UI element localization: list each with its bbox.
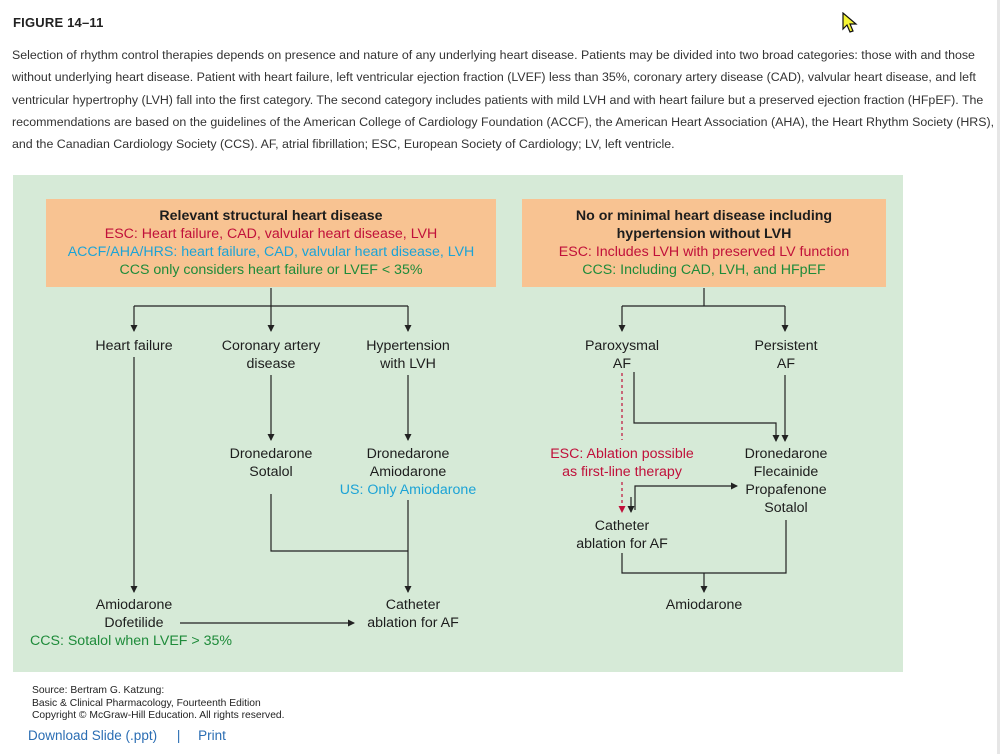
drug-label: Propafenone: [745, 482, 827, 498]
esc-ablation-note: ESC: Ablation possible as first-line the…: [542, 445, 702, 481]
source-line: Source: Bertram G. Katzung:: [32, 685, 165, 696]
drug-label: Amiodarone: [95, 597, 173, 613]
node-label: AF: [776, 356, 796, 372]
us-note: US: Only Amiodarone: [339, 482, 477, 498]
note-label: ESC: Ablation possible: [550, 446, 694, 462]
ccs-criteria: CCS only considers heart failure or LVEF…: [119, 262, 423, 278]
htn-drugs-node: Dronedarone Amiodarone US: Only Amiodaro…: [328, 445, 488, 499]
drug-label: Amiodarone: [369, 464, 447, 480]
no-disease-box: No or minimal heart disease including hy…: [522, 199, 886, 287]
drug-label: Amiodarone: [665, 597, 743, 613]
node-label: Heart failure: [95, 338, 173, 354]
drug-label: Dronedarone: [744, 446, 828, 462]
cad-node: Coronary artery disease: [206, 337, 336, 373]
ccs-criteria: CCS: Including CAD, LVH, and HFpEF: [582, 262, 826, 278]
drug-label: Flecainide: [753, 464, 819, 480]
drug-label: Dronedarone: [229, 446, 313, 462]
esc-criteria: ESC: Heart failure, CAD, valvular heart …: [104, 226, 438, 242]
node-label: AF: [612, 356, 632, 372]
print-link[interactable]: Print: [198, 728, 226, 743]
node-label: ablation for AF: [367, 615, 459, 631]
note-label: as first-line therapy: [562, 464, 682, 480]
source-line: Copyright © McGraw-Hill Education. All r…: [32, 710, 285, 721]
heart-failure-node: Heart failure: [84, 337, 184, 355]
source-citation: Source: Bertram G. Katzung: Basic & Clin…: [32, 685, 285, 723]
box-heading: Relevant structural heart disease: [159, 208, 383, 224]
node-label: Catheter: [385, 597, 441, 613]
connector-line: [270, 494, 408, 552]
box-heading: No or minimal heart disease including: [575, 208, 833, 224]
hypertension-node: Hypertension with LVH: [348, 337, 468, 373]
slide-actions: Download Slide (.ppt) | Print: [28, 728, 226, 743]
node-label: with LVH: [380, 356, 436, 372]
scrollbar-track[interactable]: [997, 0, 1000, 754]
arrow: [633, 372, 780, 442]
drug-label: Sotalol: [249, 464, 293, 480]
accf-criteria: ACCF/AHA/HRS: heart failure, CAD, valvul…: [67, 244, 475, 260]
node-label: disease: [246, 356, 296, 372]
mouse-pointer-icon: [842, 12, 858, 33]
figure-caption: Selection of rhythm control therapies de…: [12, 48, 995, 152]
drug-label: Sotalol: [764, 500, 808, 516]
node-label: Catheter: [594, 518, 650, 534]
drug-label: Dofetilide: [104, 615, 164, 631]
right-drugs-node: Dronedarone Flecainide Propafenone Sotal…: [736, 445, 836, 517]
box-heading-line2: hypertension without LVH: [616, 226, 792, 242]
node-label: Hypertension: [366, 338, 450, 354]
node-label: ablation for AF: [576, 536, 668, 552]
ccs-sotalol-note: CCS: Sotalol when LVEF > 35%: [30, 633, 233, 649]
persistent-af-node: Persistent AF: [736, 337, 836, 373]
source-line: Basic & Clinical Pharmacology, Fourteent…: [32, 697, 261, 709]
right-ablation-node: Catheter ablation for AF: [562, 517, 682, 553]
paroxysmal-af-node: Paroxysmal AF: [572, 337, 672, 373]
hf-drugs-node: Amiodarone Dofetilide: [74, 596, 194, 632]
arrow: [634, 482, 738, 510]
left-ablation-node: Catheter ablation for AF: [348, 596, 478, 632]
node-label: Coronary artery: [221, 338, 321, 354]
right-amiodarone-node: Amiodarone: [654, 596, 754, 614]
esc-criteria: ESC: Includes LVH with preserved LV func…: [558, 244, 850, 260]
download-slide-link[interactable]: Download Slide (.ppt): [28, 728, 158, 743]
structural-disease-box: Relevant structural heart disease ESC: H…: [46, 199, 496, 287]
figure-title: FIGURE 14–11: [13, 15, 104, 30]
drug-label: Dronedarone: [366, 446, 450, 462]
cad-drugs-node: Dronedarone Sotalol: [216, 445, 326, 481]
link-separator: |: [176, 728, 181, 743]
node-label: Persistent: [754, 338, 818, 354]
node-label: Paroxysmal: [584, 338, 660, 354]
